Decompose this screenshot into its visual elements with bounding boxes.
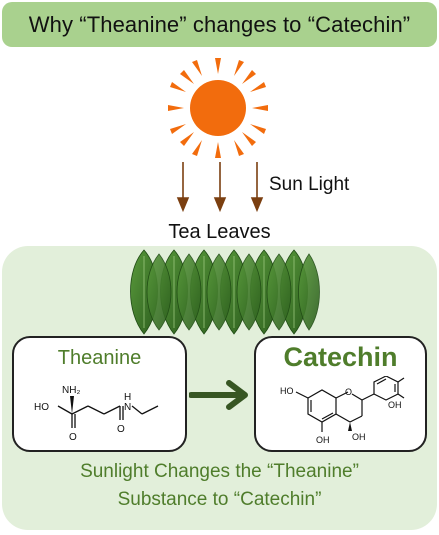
title-bar: Why “Theanine” changes to “Catechin”	[2, 2, 437, 47]
catechin-box: Catechin OH OH HO O OH OH	[254, 336, 427, 452]
o-label: O	[117, 424, 125, 435]
h-label: H	[124, 392, 131, 403]
oh-label: OH	[352, 432, 366, 442]
theanine-title: Theanine	[57, 347, 142, 369]
caption-line-2: Substance to “Catechin”	[117, 489, 322, 510]
o-ring-label: O	[345, 387, 352, 397]
nh2-label: NH₂	[62, 385, 80, 396]
caption-line-1: Sunlight Changes the “Theanine”	[80, 461, 359, 482]
theanine-box: Theanine NH₂ HO O H N O	[12, 336, 187, 452]
oh-label: OH	[388, 400, 402, 410]
o-label: O	[69, 432, 77, 443]
n-label: N	[124, 402, 131, 413]
conversion-arrow	[189, 380, 248, 410]
ho-label: HO	[34, 402, 49, 413]
theanine-structure: NH₂ HO O H N O	[34, 385, 159, 443]
caption: Sunlight Changes the “Theanine” Substanc…	[0, 458, 439, 514]
tea-leaves-icon	[130, 249, 320, 335]
ho-label: HO	[280, 386, 294, 396]
catechin-title: Catechin	[283, 342, 398, 372]
tea-leaves-label: Tea Leaves	[168, 221, 271, 243]
diagram-title: Why “Theanine” changes to “Catechin”	[28, 11, 411, 37]
sun-icon	[168, 58, 268, 158]
catechin-structure: OH OH HO O OH OH	[280, 376, 405, 445]
oh-label: OH	[316, 435, 330, 445]
sun-light-label: Sun Light	[269, 174, 350, 195]
sunlight-rays	[176, 162, 264, 213]
